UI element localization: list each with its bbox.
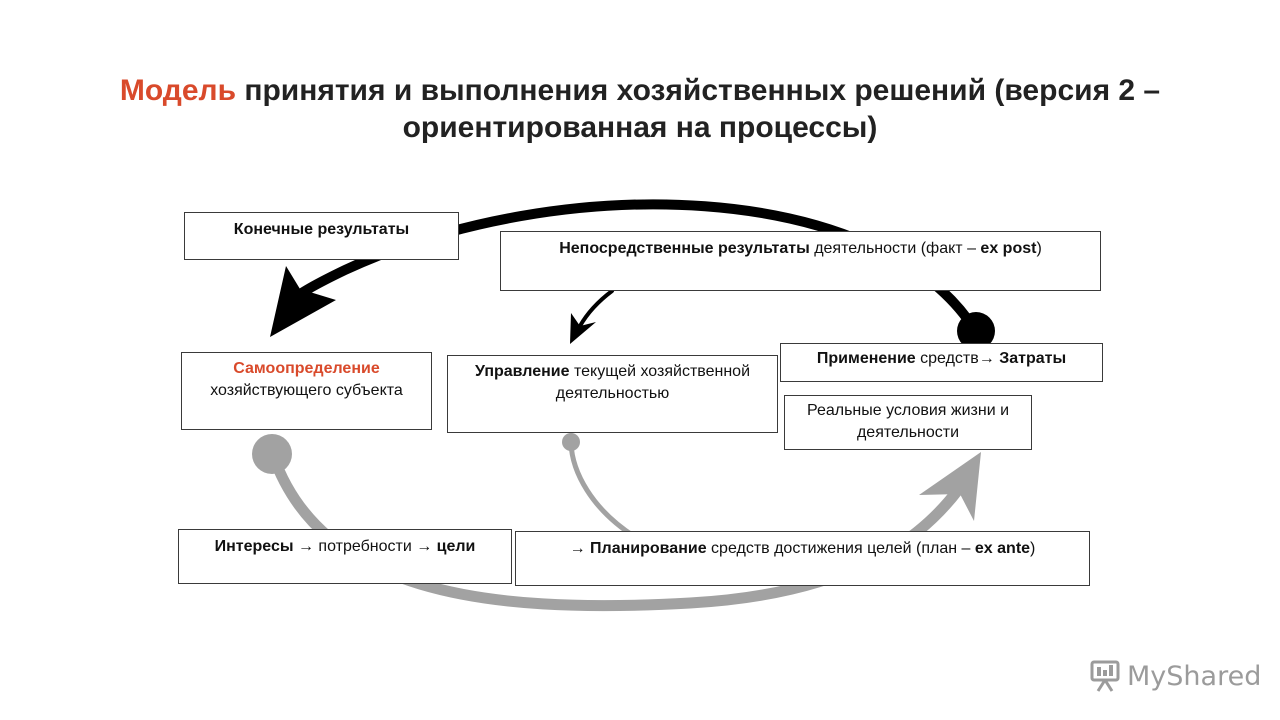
self-definition-title: Самоопределение <box>233 360 380 377</box>
dark-feedback-arrowhead <box>270 266 336 337</box>
planning-bold: Планирование <box>585 540 707 557</box>
grey-bottom-arrowhead <box>919 452 981 521</box>
title-accent: Модель <box>119 74 237 107</box>
self-definition-box: Самоопределение хозяйствующего субъекта <box>181 352 432 430</box>
self-definition-text: хозяйствующего субъекта <box>210 382 403 399</box>
application-costs: Затраты <box>994 350 1067 367</box>
dark-small-arrowhead <box>570 313 596 344</box>
application-box: Применение средств→ Затраты <box>780 343 1103 382</box>
planning-box: → Планирование средств достижения целей … <box>515 531 1090 586</box>
interests-box: Интересы → потребности → цели <box>178 529 512 584</box>
management-bold: Управление <box>474 363 570 380</box>
dark-small-arc <box>578 289 614 328</box>
grey-inner-arc <box>568 440 643 543</box>
planning-end: ) <box>1030 540 1036 557</box>
final-results-label: Конечные результаты <box>233 221 410 238</box>
interests-arrow2-icon: → <box>416 538 433 555</box>
direct-results-box: Непосредственные результаты деятельности… <box>500 231 1101 291</box>
interests-arrow1-icon: → <box>297 538 314 555</box>
slideshow-icon <box>1090 660 1120 692</box>
planning-text: средств достижения целей (план – <box>706 540 975 557</box>
grey-inner-start-dot <box>562 433 580 451</box>
watermark: MyShared <box>1088 656 1261 696</box>
direct-results-end: ) <box>1036 240 1042 257</box>
planning-arrow-icon: → <box>569 540 586 557</box>
application-text: средств <box>915 350 979 367</box>
interests-goals: цели <box>432 538 476 555</box>
real-conditions-box: Реальные условия жизни и деятельности <box>784 395 1032 450</box>
interests-bold: Интересы <box>214 538 298 555</box>
direct-results-expost: ex post <box>980 240 1037 257</box>
real-conditions-text: Реальные условия жизни и деятельности <box>806 402 1010 441</box>
management-box: Управление текущей хозяйственной деятель… <box>447 355 778 433</box>
final-results-box: Конечные результаты <box>184 212 459 260</box>
application-arrow-icon: → <box>978 350 995 367</box>
title-rest: принятия и выполнения хозяйственных реше… <box>236 74 1161 144</box>
planning-exante: ex ante <box>974 540 1031 557</box>
application-bold: Применение <box>816 350 916 367</box>
page-title: Модель принятия и выполнения хозяйственн… <box>60 72 1220 146</box>
dark-feedback-start-dot <box>957 312 995 350</box>
interests-text: потребности <box>313 538 417 555</box>
direct-results-bold: Непосредственные результаты <box>559 240 810 257</box>
management-text: текущей хозяйственной деятельностью <box>555 363 751 402</box>
watermark-text: MyShared <box>1127 660 1262 692</box>
direct-results-text: деятельности (факт – <box>809 240 981 257</box>
grey-bottom-start-dot <box>252 434 292 474</box>
